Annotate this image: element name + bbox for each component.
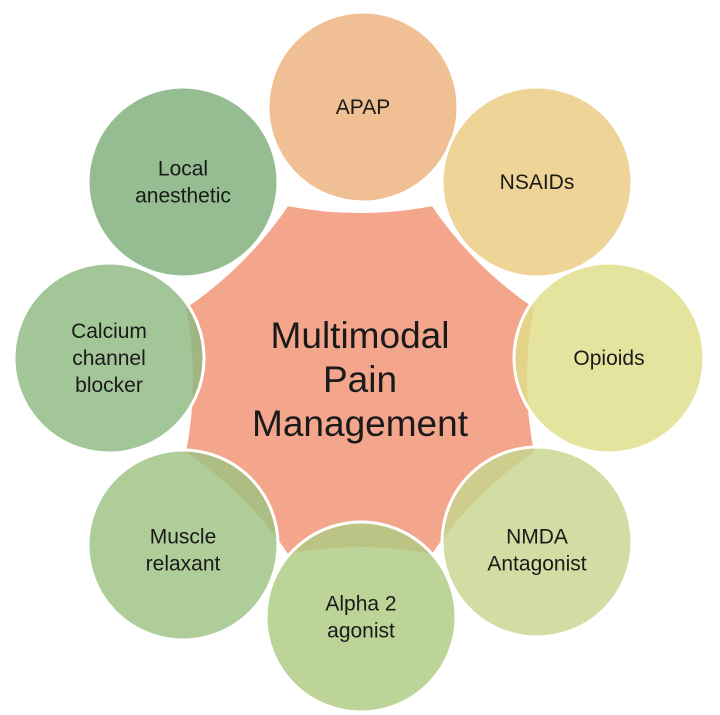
center-label-line: Pain [323, 359, 397, 400]
label-muscle-relaxant: relaxant [146, 553, 221, 576]
label-opioids: Opioids [573, 347, 644, 370]
circle-nsaids [440, 85, 634, 279]
circle-local-anesthetic [86, 85, 280, 279]
label-apap: APAP [336, 96, 390, 119]
label-muscle-relaxant: Muscle [150, 526, 217, 549]
label-nmda-antagonist: NMDA [506, 526, 568, 549]
label-calcium-channel-blocker: Calcium [71, 320, 147, 343]
center-label-line: Management [252, 403, 469, 444]
label-calcium-channel-blocker: blocker [75, 374, 143, 397]
circle-apap [266, 10, 460, 204]
circle-opioids [512, 261, 706, 455]
label-alpha-2-agonist: Alpha 2 [325, 593, 396, 616]
circle-alpha-2-agonist [264, 520, 458, 714]
circle-muscle-relaxant [86, 448, 280, 642]
label-nmda-antagonist: Antagonist [487, 553, 586, 576]
label-local-anesthetic: Local [158, 158, 208, 181]
center-label-line: Multimodal [271, 315, 450, 356]
label-local-anesthetic: anesthetic [135, 185, 231, 208]
circle-calcium-channel-blocker [12, 261, 206, 455]
nodes-group [12, 10, 706, 714]
circle-nmda-antagonist [440, 445, 634, 639]
label-nsaids: NSAIDs [500, 171, 575, 194]
label-alpha-2-agonist: agonist [327, 620, 395, 643]
label-calcium-channel-blocker: channel [72, 347, 146, 370]
